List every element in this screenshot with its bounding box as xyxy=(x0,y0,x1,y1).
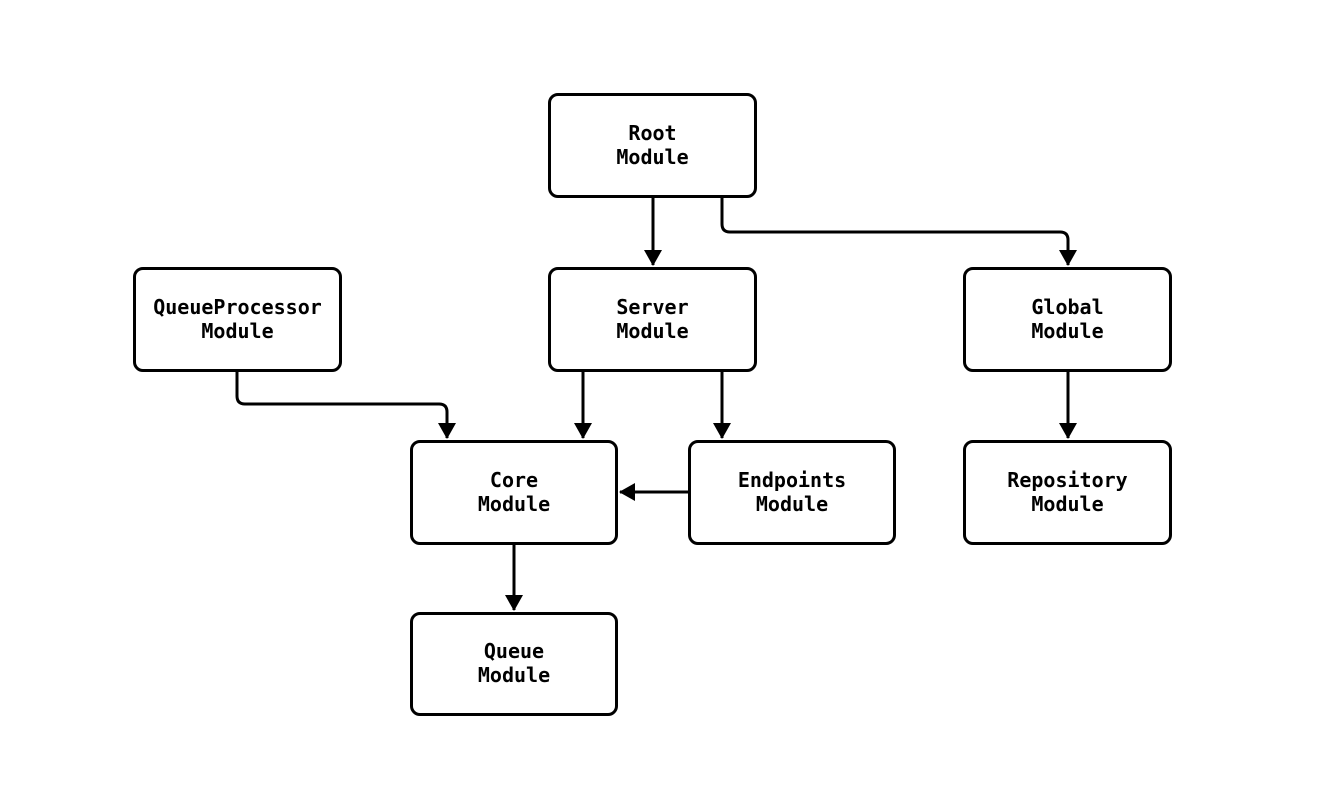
node-endpoints-module-label: Endpoints Module xyxy=(737,467,847,516)
node-queueprocessor-module-label: QueueProcessor Module xyxy=(153,294,322,343)
node-server-module: Server Module xyxy=(548,267,757,372)
edge-root-to-global xyxy=(720,198,1077,266)
node-repository-module: Repository Module xyxy=(963,440,1172,545)
node-core-module-label: Core Module xyxy=(477,467,551,516)
node-queueprocessor-module: QueueProcessor Module xyxy=(133,267,342,372)
node-endpoints-module: Endpoints Module xyxy=(688,440,896,545)
node-server-module-label: Server Module xyxy=(616,294,689,343)
node-queue-module: Queue Module xyxy=(410,612,618,716)
node-core-module: Core Module xyxy=(410,440,618,545)
edge-queueprocessor-to-core xyxy=(235,372,456,439)
node-global-module: Global Module xyxy=(963,267,1172,372)
node-root-module-label: Root Module xyxy=(616,120,689,169)
node-global-module-label: Global Module xyxy=(1031,294,1104,343)
node-root-module: Root Module xyxy=(548,93,757,198)
node-repository-module-label: Repository Module xyxy=(1007,467,1128,516)
node-queue-module-label: Queue Module xyxy=(477,639,551,687)
